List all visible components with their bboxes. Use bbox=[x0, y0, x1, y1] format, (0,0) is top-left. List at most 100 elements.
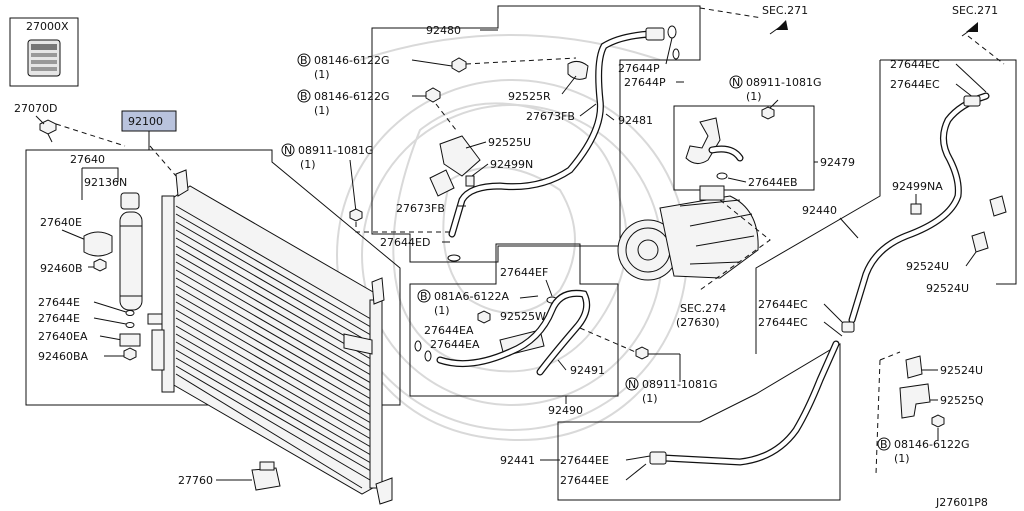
part-label-27644E-lower[interactable]: 27644E bbox=[38, 312, 80, 325]
condenser-core bbox=[147, 169, 393, 505]
part-label-92490[interactable]: 92490 bbox=[548, 404, 583, 417]
bolt-marker-letter: B bbox=[300, 54, 308, 67]
valve-cap-icon bbox=[465, 175, 475, 187]
part-label-92460B[interactable]: 92460B bbox=[40, 262, 83, 275]
part-label-27000X[interactable]: 27000X bbox=[26, 20, 69, 33]
section-ref-sec271-a[interactable]: SEC.271 bbox=[762, 4, 808, 17]
section-ref-group: SEC.271 SEC.271 bbox=[699, 4, 998, 37]
pipe-92490-frame bbox=[409, 243, 619, 397]
nut-n-marker: N bbox=[281, 143, 295, 157]
receiver-dryer-tank bbox=[119, 211, 143, 311]
part-label-92440[interactable]: 92440 bbox=[802, 204, 837, 217]
part-label-27070D[interactable]: 27070D bbox=[14, 102, 57, 115]
part-label-27644EC-d[interactable]: 27644EC bbox=[758, 316, 808, 329]
nut-marker-letter: N bbox=[284, 144, 292, 157]
nut-icon bbox=[349, 208, 363, 222]
mount-bracket-icon bbox=[119, 333, 141, 347]
mount-bracket-icon bbox=[899, 383, 931, 419]
clip-icon bbox=[971, 231, 989, 253]
part-label-bolt-08146-6122G-a[interactable]: 08146-6122G bbox=[314, 54, 389, 67]
part-qty-bolt-c: (1) bbox=[434, 304, 450, 317]
part-label-bolt-08146-6122G-b[interactable]: 08146-6122G bbox=[314, 90, 389, 103]
part-label-27644EC-a[interactable]: 27644EC bbox=[890, 58, 940, 71]
sensor-icon bbox=[251, 461, 281, 491]
part-label-92491[interactable]: 92491 bbox=[570, 364, 605, 377]
part-label-27644E-upper[interactable]: 27644E bbox=[38, 296, 80, 309]
arrow-icon bbox=[966, 22, 978, 32]
part-label-27644EA-upper[interactable]: 27644EA bbox=[424, 324, 474, 337]
part-label-92441[interactable]: 92441 bbox=[500, 454, 535, 467]
part-label-27644EC-c[interactable]: 27644EC bbox=[758, 298, 808, 311]
part-label-27640E[interactable]: 27640E bbox=[40, 216, 82, 229]
pipe-92440-frame bbox=[880, 59, 1017, 285]
part-label-92479[interactable]: 92479 bbox=[820, 156, 855, 169]
bolt-b-marker: B bbox=[417, 289, 431, 303]
part-label-27760[interactable]: 27760 bbox=[178, 474, 213, 487]
hose-clamp-icon bbox=[567, 60, 589, 80]
compressor: SEC.274 (27630) bbox=[617, 185, 771, 329]
watermark-emblem bbox=[336, 34, 688, 442]
part-label-27644P-upper[interactable]: 27644P bbox=[618, 62, 660, 75]
nut-icon bbox=[761, 106, 775, 120]
part-label-27644EE-a[interactable]: 27644EE bbox=[560, 454, 609, 467]
bolt-icon bbox=[123, 347, 137, 361]
part-qty-nut-b: (1) bbox=[746, 90, 762, 103]
part-label-nut-08911-1081G-b[interactable]: 08911-1081G bbox=[746, 76, 821, 89]
part-label-bolt-08146-6122G-d[interactable]: 08146-6122G bbox=[894, 438, 969, 451]
part-label-27644EE-b[interactable]: 27644EE bbox=[560, 474, 609, 487]
part-label-92499N[interactable]: 92499N bbox=[490, 158, 533, 171]
part-label-27644EA-lower[interactable]: 27644EA bbox=[430, 338, 480, 351]
part-label-92100[interactable]: 92100 bbox=[128, 115, 163, 128]
bolt-icon bbox=[425, 87, 441, 103]
clip-icon bbox=[989, 195, 1007, 217]
part-label-92499NA[interactable]: 92499NA bbox=[892, 180, 943, 193]
part-qty-nut-a: (1) bbox=[300, 158, 316, 171]
nut-leader-group-bottom: N 08911-1081G (1) bbox=[625, 346, 717, 405]
bolt-marker-letter: B bbox=[300, 90, 308, 103]
nut-n-marker: N bbox=[625, 377, 639, 391]
part-label-92524U-b[interactable]: 92524U bbox=[926, 282, 969, 295]
part-label-27644EC-b[interactable]: 27644EC bbox=[890, 78, 940, 91]
o-ring-icon bbox=[125, 310, 135, 328]
bolt-icon bbox=[931, 414, 945, 428]
part-label-27640[interactable]: 27640 bbox=[70, 153, 105, 166]
part-qty-bolt-a: (1) bbox=[314, 68, 330, 81]
bolt-icon bbox=[93, 258, 107, 272]
part-label-27644ED[interactable]: 27644ED bbox=[380, 236, 430, 249]
part-label-27644EB[interactable]: 27644EB bbox=[748, 176, 798, 189]
part-label-92480[interactable]: 92480 bbox=[426, 24, 461, 37]
part-label-nut-08911-1081G-c[interactable]: 08911-1081G bbox=[642, 378, 717, 391]
bolt-marker-letter: B bbox=[420, 290, 428, 303]
bolt-icon bbox=[39, 119, 57, 143]
pipe-92441-frame bbox=[557, 343, 841, 501]
part-label-27644P-lower[interactable]: 27644P bbox=[624, 76, 666, 89]
part-label-92525Q[interactable]: 92525Q bbox=[940, 394, 984, 407]
part-label-27673FB-lower[interactable]: 27673FB bbox=[396, 202, 445, 215]
part-label-92481[interactable]: 92481 bbox=[618, 114, 653, 127]
section-ref-sec271-b[interactable]: SEC.271 bbox=[952, 4, 998, 17]
part-label-92524U-a[interactable]: 92524U bbox=[906, 260, 949, 273]
part-label-bolt-081A6-6122A[interactable]: 081A6-6122A bbox=[434, 290, 509, 303]
part-label-27644EF[interactable]: 27644EF bbox=[500, 266, 548, 279]
valve-cap-icon bbox=[910, 203, 922, 215]
part-label-27640EA[interactable]: 27640EA bbox=[38, 330, 88, 343]
part-qty-bolt-b: (1) bbox=[314, 104, 330, 117]
part-qty-nut-c: (1) bbox=[642, 392, 658, 405]
condenser-group: 27000X 27070D 92100 27640 92136N bbox=[9, 17, 401, 505]
part-label-92136N[interactable]: 92136N bbox=[84, 176, 127, 189]
clip-icon bbox=[905, 355, 923, 379]
part-label-nut-08911-1081G-a[interactable]: 08911-1081G bbox=[298, 144, 373, 157]
bolt-b-marker: B bbox=[297, 53, 311, 67]
part-label-92460BA[interactable]: 92460BA bbox=[38, 350, 89, 363]
part-label-92525W[interactable]: 92525W bbox=[500, 310, 546, 323]
liquid-pipe-92441-group: 92441 27644EE 27644EE bbox=[500, 340, 841, 501]
part-label-92525U[interactable]: 92525U bbox=[488, 136, 531, 149]
section-ref-sec274[interactable]: SEC.274 bbox=[680, 302, 726, 315]
bracket-group: 92524U 92525Q B 08146-6122G (1) bbox=[875, 351, 984, 475]
part-label-27673FB-upper[interactable]: 27673FB bbox=[526, 110, 575, 123]
part-label-92525R[interactable]: 92525R bbox=[508, 90, 551, 103]
bolt-icon bbox=[477, 310, 491, 324]
nut-marker-letter: N bbox=[732, 76, 740, 89]
nut-leader-group-left: N 08911-1081G (1) bbox=[281, 143, 450, 233]
part-label-92524U-c[interactable]: 92524U bbox=[940, 364, 983, 377]
